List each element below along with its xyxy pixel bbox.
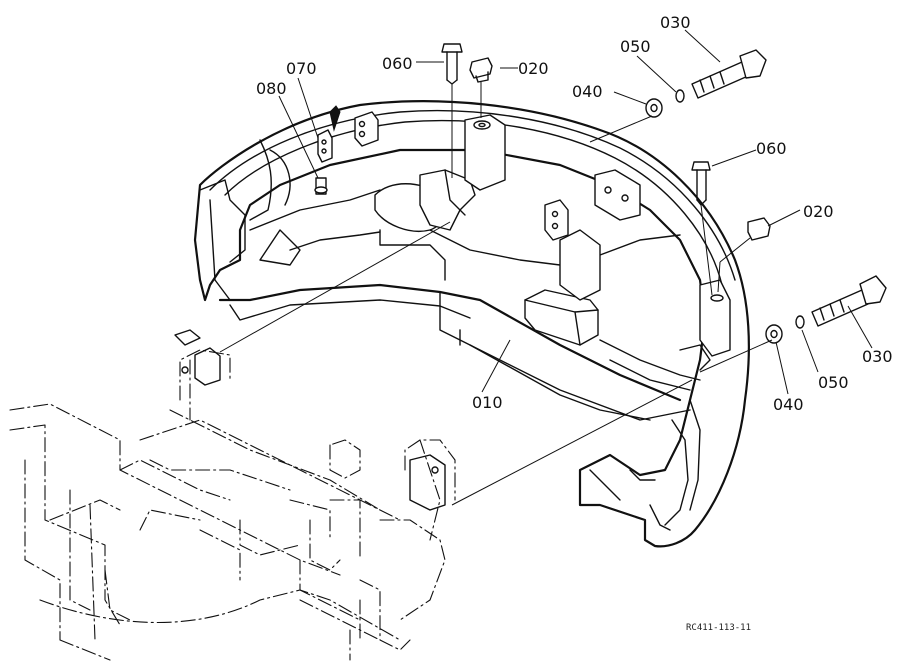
part-050-lockwasher-right (795, 315, 805, 329)
label-080: 080 (256, 79, 287, 98)
label-050-top: 050 (620, 37, 651, 56)
part-050-lockwasher-top (675, 89, 685, 103)
label-040-right: 040 (773, 395, 804, 414)
label-020-top: 020 (518, 59, 549, 78)
part-060-bolt-right (691, 161, 711, 206)
label-030-top: 030 (660, 13, 691, 32)
part-020-cap-right (747, 217, 771, 241)
counterweight-body (193, 100, 750, 548)
part-070-latch (317, 105, 341, 163)
label-070: 070 (286, 59, 317, 78)
chassis-frame (9, 349, 456, 661)
label-010: 010 (472, 393, 503, 412)
label-050-right: 050 (818, 373, 849, 392)
assembly-lines (219, 29, 873, 506)
label-060-right: 060 (756, 139, 787, 158)
part-080-bolt (314, 177, 328, 195)
reference-code: RC411-113-11 (686, 623, 751, 633)
part-060-bolt-top (441, 43, 463, 85)
part-020-cap-top (469, 57, 493, 83)
part-040-washer-right (765, 324, 783, 344)
label-060-top: 060 (382, 54, 413, 73)
label-030-right: 030 (862, 347, 893, 366)
part-030-bolt-top (691, 49, 767, 99)
label-040-top: 040 (572, 82, 603, 101)
label-020-right: 020 (803, 202, 834, 221)
chassis-mount-brackets (174, 329, 446, 511)
part-labels: 010 020 020 030 030 040 040 050 050 060 … (256, 13, 893, 633)
part-040-washer-top (645, 98, 663, 118)
part-030-bolt-right (811, 275, 887, 327)
